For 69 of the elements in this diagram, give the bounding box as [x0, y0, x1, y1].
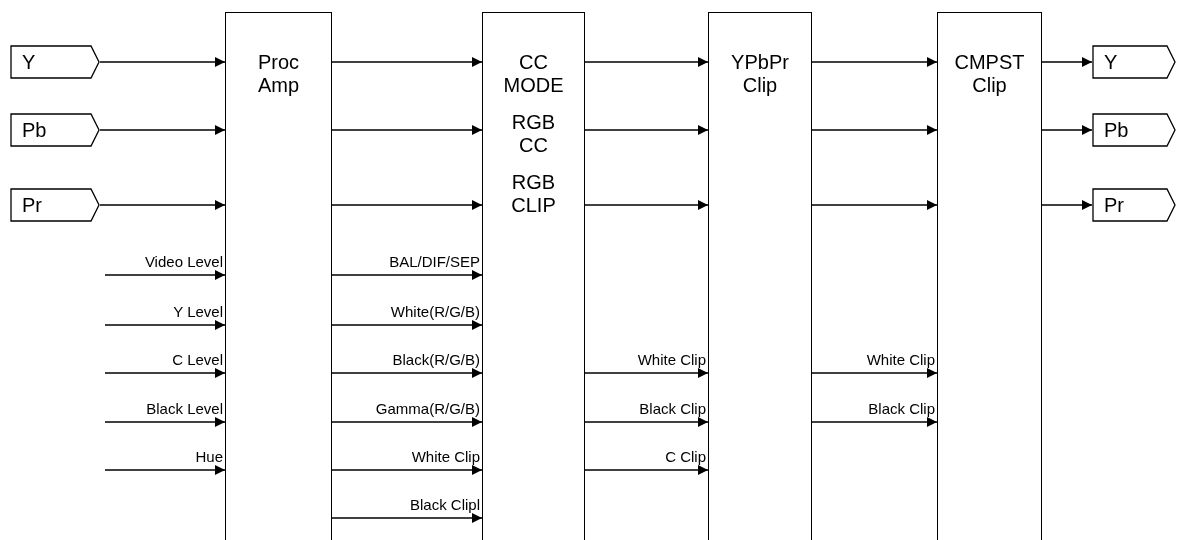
port-label: Y	[1103, 50, 1118, 75]
edge-label: Black Clip	[639, 400, 706, 418]
arrow	[331, 270, 483, 280]
arrow	[1041, 200, 1093, 210]
arrow	[584, 57, 709, 67]
process-block	[937, 12, 1042, 540]
edge-label: Black Clip	[868, 400, 935, 418]
arrow	[811, 368, 938, 378]
block-label: RGB CC	[510, 111, 557, 157]
edge-label: Video Level	[144, 253, 223, 271]
arrow	[1041, 125, 1093, 135]
arrow	[584, 368, 709, 378]
arrow	[584, 200, 709, 210]
arrow	[104, 320, 226, 330]
signal-port	[1092, 188, 1176, 222]
edge-label: Black Clipl	[409, 496, 480, 514]
arrow	[331, 465, 483, 475]
block-label: CC MODE	[502, 51, 565, 97]
port-label: Y	[21, 50, 36, 75]
signal-port	[10, 188, 100, 222]
block-label: CMPST Clip	[953, 51, 1026, 97]
arrow	[104, 417, 226, 427]
arrow	[99, 57, 226, 67]
block-label: RGB CLIP	[510, 171, 557, 217]
block-label: Proc Amp	[256, 51, 301, 97]
edge-label: BAL/DIF/SEP	[389, 253, 480, 271]
arrow	[99, 200, 226, 210]
arrow	[584, 465, 709, 475]
arrow	[104, 270, 226, 280]
arrow	[331, 57, 483, 67]
port-label: Pb	[1103, 118, 1129, 143]
signal-port	[1092, 45, 1176, 79]
process-block	[225, 12, 332, 540]
edge-label: Gamma(R/G/B)	[375, 400, 480, 418]
arrow	[104, 368, 226, 378]
edge-label: Black Level	[146, 400, 223, 418]
arrow	[331, 200, 483, 210]
signal-port	[10, 113, 100, 147]
edge-label: White Clip	[637, 351, 706, 369]
block-label: YPbPr Clip	[730, 51, 790, 97]
port-label: Pb	[21, 118, 47, 143]
arrow	[811, 57, 938, 67]
arrow	[811, 417, 938, 427]
arrow	[331, 125, 483, 135]
edge-label: C Clip	[665, 448, 706, 466]
arrow	[331, 368, 483, 378]
arrow	[331, 513, 483, 523]
arrow	[331, 320, 483, 330]
arrow	[584, 125, 709, 135]
arrow	[331, 417, 483, 427]
port-label: Pr	[21, 193, 42, 218]
edge-label: Black(R/G/B)	[392, 351, 480, 369]
edge-label: Y Level	[173, 303, 223, 321]
signal-port	[10, 45, 100, 79]
process-block	[708, 12, 812, 540]
edge-label: White(R/G/B)	[390, 303, 480, 321]
arrow	[99, 125, 226, 135]
arrow	[811, 125, 938, 135]
edge-label: Hue	[195, 448, 223, 466]
edge-label: White Clip	[411, 448, 480, 466]
arrow	[584, 417, 709, 427]
arrow	[1041, 57, 1093, 67]
signal-port	[1092, 113, 1176, 147]
edge-label: C Level	[172, 351, 223, 369]
port-label: Pr	[1103, 193, 1124, 218]
process-block	[482, 12, 585, 540]
arrow	[104, 465, 226, 475]
edge-label: White Clip	[866, 351, 935, 369]
arrow	[811, 200, 938, 210]
